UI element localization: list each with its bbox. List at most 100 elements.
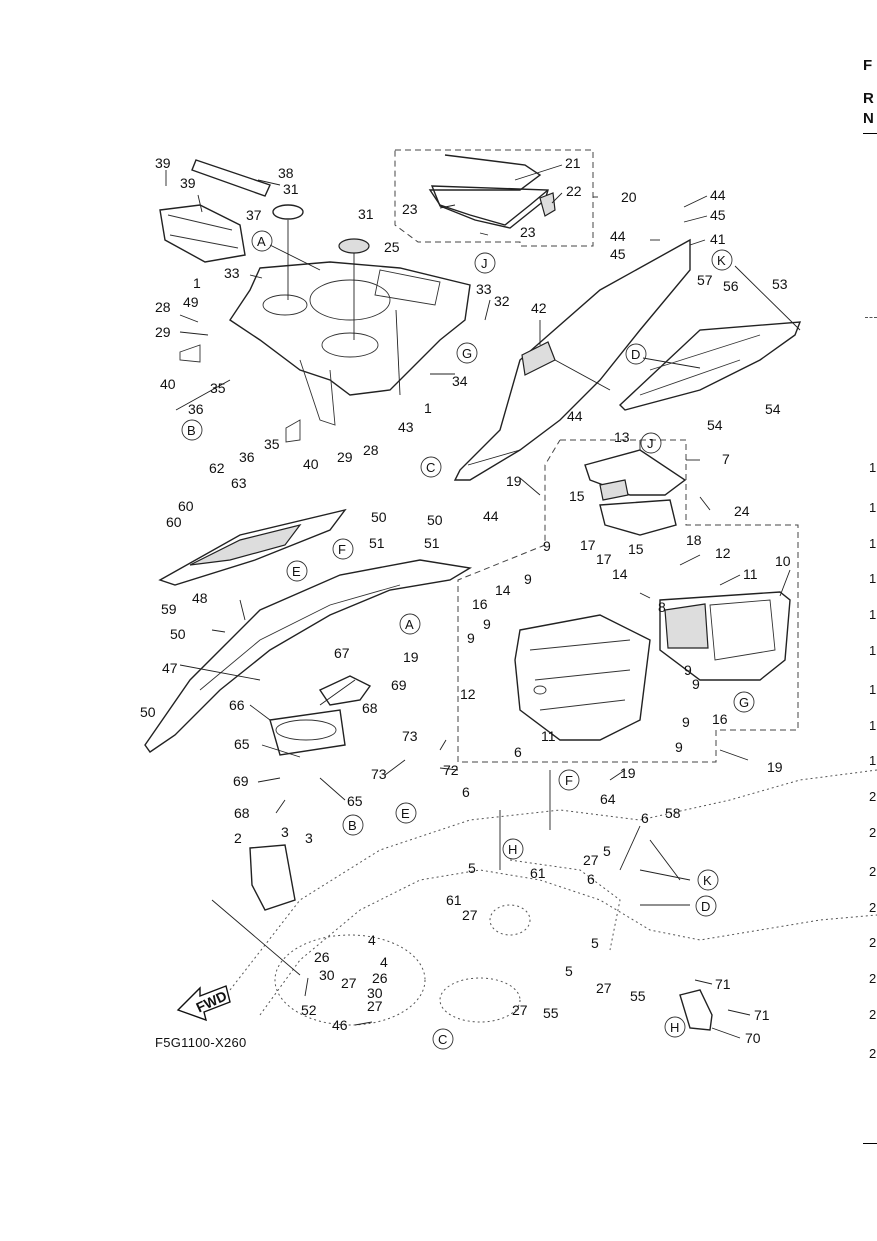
callout-number: 34 bbox=[452, 373, 468, 389]
callout-number: 54 bbox=[765, 401, 781, 417]
svg-text:B: B bbox=[348, 818, 357, 833]
svg-text:K: K bbox=[703, 873, 712, 888]
margin-number: 2 bbox=[869, 935, 877, 950]
callout-number: 47 bbox=[162, 660, 178, 676]
part-bracket-2 bbox=[249, 844, 296, 911]
callout-number: 5 bbox=[591, 935, 599, 951]
callout-number: 31 bbox=[283, 181, 299, 197]
svg-text:D: D bbox=[701, 899, 710, 914]
svg-text:C: C bbox=[438, 1032, 447, 1047]
ref-circle: K bbox=[711, 249, 733, 271]
callout-number: 1 bbox=[193, 275, 201, 291]
part-cover-21 bbox=[428, 154, 556, 229]
part-hatch-13 bbox=[584, 449, 687, 536]
callout-number: 27 bbox=[512, 1002, 528, 1018]
callout-number: 69 bbox=[233, 773, 249, 789]
ref-circle: C bbox=[420, 456, 442, 478]
callout-number: 31 bbox=[358, 206, 374, 222]
callout-number: 6 bbox=[641, 810, 649, 826]
margin-number: 1 bbox=[869, 500, 877, 515]
callout-number: 43 bbox=[398, 419, 414, 435]
callout-number: 10 bbox=[775, 553, 791, 569]
callout-number: 23 bbox=[402, 201, 418, 217]
margin-number: 2 bbox=[869, 825, 877, 840]
callout-number: 9 bbox=[467, 630, 475, 646]
part-frame-center bbox=[514, 614, 651, 741]
callout-number: 59 bbox=[161, 601, 177, 617]
callout-number: 73 bbox=[371, 766, 387, 782]
callout-number: 66 bbox=[229, 697, 245, 713]
callout-number: 15 bbox=[569, 488, 585, 504]
callout-number: 64 bbox=[600, 791, 616, 807]
callout-number: 27 bbox=[462, 907, 478, 923]
ref-circle: F bbox=[558, 769, 580, 791]
ref-circle: A bbox=[399, 613, 421, 635]
svg-text:J: J bbox=[481, 256, 488, 271]
callout-number: 51 bbox=[424, 535, 440, 551]
callout-number: 28 bbox=[155, 299, 171, 315]
callout-number: 16 bbox=[712, 711, 728, 727]
callout-number: 63 bbox=[231, 475, 247, 491]
callout-number: 45 bbox=[610, 246, 626, 262]
circled-refs: A J K G D B J C F E A G B E F H K D H C bbox=[181, 230, 755, 1050]
svg-text:G: G bbox=[462, 346, 472, 361]
margin-number: 2 bbox=[869, 864, 877, 879]
ref-circle: G bbox=[456, 342, 478, 364]
callout-number: 71 bbox=[754, 1007, 770, 1023]
callout-number: 39 bbox=[180, 175, 196, 191]
callout-number: 16 bbox=[472, 596, 488, 612]
callout-number: 73 bbox=[402, 728, 418, 744]
callout-number: 9 bbox=[483, 616, 491, 632]
svg-text:F: F bbox=[338, 542, 346, 557]
ref-circle: H bbox=[664, 1016, 686, 1038]
callout-number: 27 bbox=[341, 975, 357, 991]
callout-number: 26 bbox=[372, 970, 388, 986]
callout-number: 65 bbox=[347, 793, 363, 809]
callout-number: 36 bbox=[239, 449, 255, 465]
callout-number: 22 bbox=[566, 183, 582, 199]
callout-number: 27 bbox=[596, 980, 612, 996]
callout-number: 39 bbox=[155, 155, 171, 171]
callout-number: 35 bbox=[210, 380, 226, 396]
part-left-rails bbox=[144, 508, 473, 753]
callout-number: 11 bbox=[541, 728, 556, 744]
callout-number: 72 bbox=[443, 762, 459, 778]
margin-number: 1 bbox=[869, 753, 877, 768]
margin-divider bbox=[865, 317, 877, 318]
svg-text:J: J bbox=[647, 436, 654, 451]
callout-number: 11 bbox=[743, 566, 758, 582]
callout-number: 19 bbox=[506, 473, 522, 489]
part-side-panels-right bbox=[453, 238, 802, 481]
callout-number: 61 bbox=[530, 865, 546, 881]
callout-number: 67 bbox=[334, 645, 350, 661]
margin-number: 1 bbox=[869, 718, 877, 733]
callout-number: 20 bbox=[621, 189, 637, 205]
callout-number: 44 bbox=[610, 228, 626, 244]
callout-number: 50 bbox=[427, 512, 443, 528]
forward-arrow-icon: FWD bbox=[176, 985, 231, 1022]
callout-number: 9 bbox=[675, 739, 683, 755]
svg-text:E: E bbox=[401, 806, 410, 821]
callout-number: 62 bbox=[209, 460, 225, 476]
margin-number: 2 bbox=[869, 900, 877, 915]
margin-number: 2 bbox=[869, 971, 877, 986]
part-shapes-upper bbox=[159, 159, 471, 443]
callout-number: 57 bbox=[697, 272, 713, 288]
callout-number: 1 bbox=[424, 400, 432, 416]
callout-number: 68 bbox=[234, 805, 250, 821]
svg-text:G: G bbox=[739, 695, 749, 710]
callout-number: 25 bbox=[384, 239, 400, 255]
callout-number: 55 bbox=[543, 1005, 559, 1021]
svg-text:H: H bbox=[670, 1020, 679, 1035]
subassembly-box-20 bbox=[394, 149, 594, 247]
callout-number: 65 bbox=[234, 736, 250, 752]
callout-number: 3 bbox=[281, 824, 289, 840]
callout-number: 50 bbox=[140, 704, 156, 720]
svg-text:A: A bbox=[405, 617, 414, 632]
ref-circle: J bbox=[474, 252, 496, 274]
callout-number: 23 bbox=[520, 224, 536, 240]
callout-number: 33 bbox=[224, 265, 240, 281]
callout-number: 19 bbox=[403, 649, 419, 665]
callout-number: 2 bbox=[234, 830, 242, 846]
